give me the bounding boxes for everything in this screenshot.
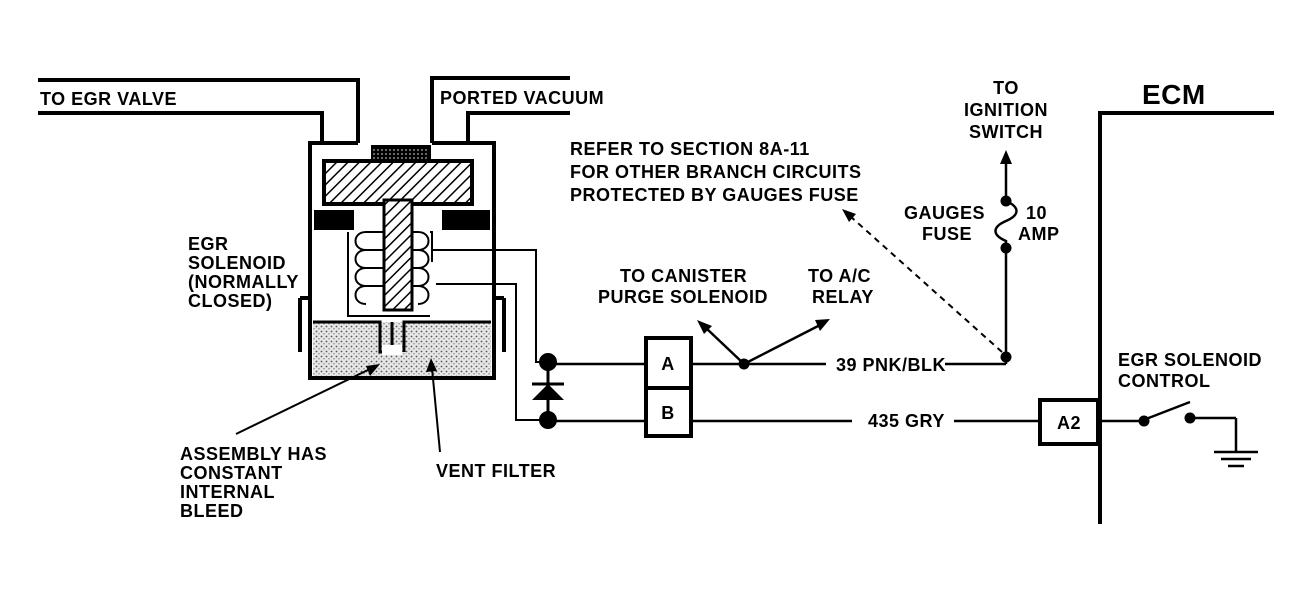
label-ctrl-2: CONTROL [1118,371,1211,391]
label-fuse-2: FUSE [922,224,972,244]
label-bleed-2: CONSTANT [180,463,283,483]
label-amp-2: AMP [1018,224,1060,244]
label-bleed-4: BLEED [180,501,244,521]
egr-valve-pipe [38,78,360,143]
branch-arrows [705,322,823,366]
armature-plate [322,159,474,206]
label-amp-1: 10 [1026,203,1047,223]
label-wire-435: 435 GRY [868,411,945,431]
label-fuse-1: GAUGES [904,203,985,223]
label-ac-2: RELAY [812,287,874,307]
bleed-pointer [235,367,373,435]
egr-valve-pipe-inner [38,111,324,143]
label-ignition-1: TO [993,78,1019,98]
ecm-module [1098,111,1274,524]
terminal-a2-label: A2 [1057,413,1081,433]
vent-filter-pointer [431,367,441,453]
label-ecm: ECM [1142,79,1206,110]
solenoid-connector: A B [644,336,693,438]
label-egr-solenoid-4: CLOSED) [188,291,273,311]
label-ctrl-1: EGR SOLENOID [1118,350,1262,370]
label-ignition-2: IGNITION [964,100,1048,120]
label-ported-vacuum: PORTED VACUUM [440,88,604,108]
terminal-a-label: A [661,354,675,374]
label-egr-solenoid-2: SOLENOID [188,253,286,273]
suppression-diode [532,353,564,429]
pole-piece-right [442,210,490,230]
plunger-stem [382,198,414,312]
solenoid-wires [548,362,646,423]
label-bleed-1: ASSEMBLY HAS [180,444,327,464]
reference-arrow-head [842,209,856,222]
ground-icon [1214,450,1258,468]
label-vent-filter: VENT FILTER [436,461,556,481]
egr-solenoid-valve [38,76,570,380]
terminal-b-label: B [661,403,675,423]
fuse-junction [1000,351,1012,363]
pole-piece-left [314,210,354,230]
label-wire-39: 39 PNK/BLK [836,355,946,375]
label-ignition-3: SWITCH [969,122,1043,142]
ported-vacuum-pipe [430,76,570,143]
label-canister-1: TO CANISTER [620,266,747,286]
label-bleed-3: INTERNAL [180,482,275,502]
terminal-a2 [1038,398,1100,446]
label-refer-2: FOR OTHER BRANCH CIRCUITS [570,162,862,182]
ported-vacuum-pipe-inner [466,111,570,143]
label-refer-1: REFER TO SECTION 8A-11 [570,139,810,159]
label-ac-1: TO A/C [808,266,871,286]
arrow-ignition-head [1000,150,1012,164]
label-egr-solenoid-3: (NORMALLY [188,272,299,292]
arrow-ac-head [815,319,830,331]
reference-dashed-line [849,215,1003,353]
label-egr-solenoid-1: EGR [188,234,229,254]
arrow-canister-head [697,320,712,334]
label-refer-3: PROTECTED BY GAUGES FUSE [570,185,859,205]
egr-control-switch [1100,400,1238,452]
label-to-egr-valve: TO EGR VALVE [40,89,177,109]
label-canister-2: PURGE SOLENOID [598,287,768,307]
gauges-fuse [994,195,1018,254]
terminal-b [644,386,693,438]
solenoid-body [308,141,496,380]
